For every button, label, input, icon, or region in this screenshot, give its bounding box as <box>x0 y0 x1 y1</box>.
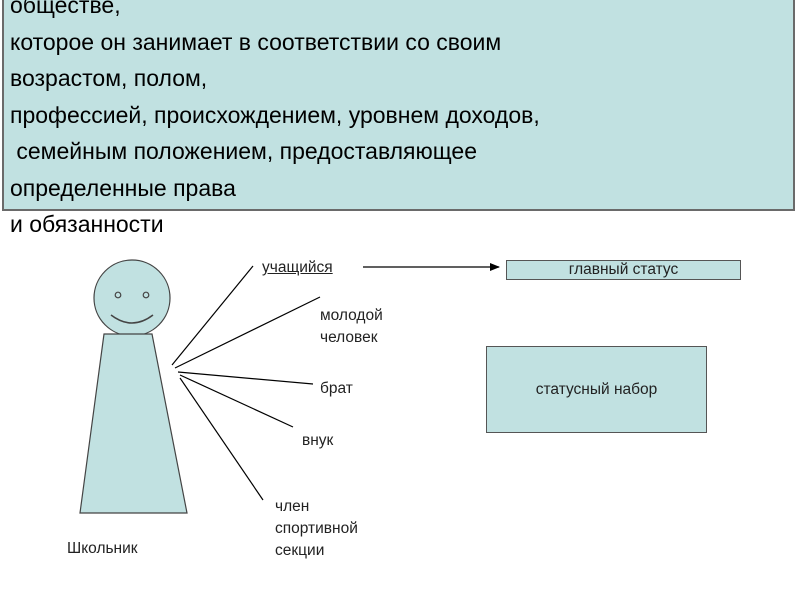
person-body <box>80 334 187 513</box>
person-head <box>94 260 170 336</box>
status-young-person-line: молодой <box>320 305 383 327</box>
connector-young-person <box>175 297 320 368</box>
connector-grandson <box>180 375 293 427</box>
status-student-label: учащийся <box>262 257 333 279</box>
status-set-box: статусный набор <box>486 346 707 433</box>
status-sports-member-label: член спортивной секции <box>275 496 358 562</box>
main-status-box: главный статус <box>506 260 741 280</box>
status-grandson-label: внук <box>302 430 333 452</box>
status-sports-member-line: член <box>275 496 358 518</box>
connector-sports-member <box>180 378 263 500</box>
status-sports-member-line: спортивной <box>275 518 358 540</box>
connector-brother <box>178 372 313 384</box>
status-sports-member-line: секции <box>275 540 358 562</box>
figure-caption: Школьник <box>67 538 138 560</box>
status-brother-label: брат <box>320 378 353 400</box>
status-young-person-label: молодой человек <box>320 305 383 349</box>
status-young-person-line: человек <box>320 327 383 349</box>
